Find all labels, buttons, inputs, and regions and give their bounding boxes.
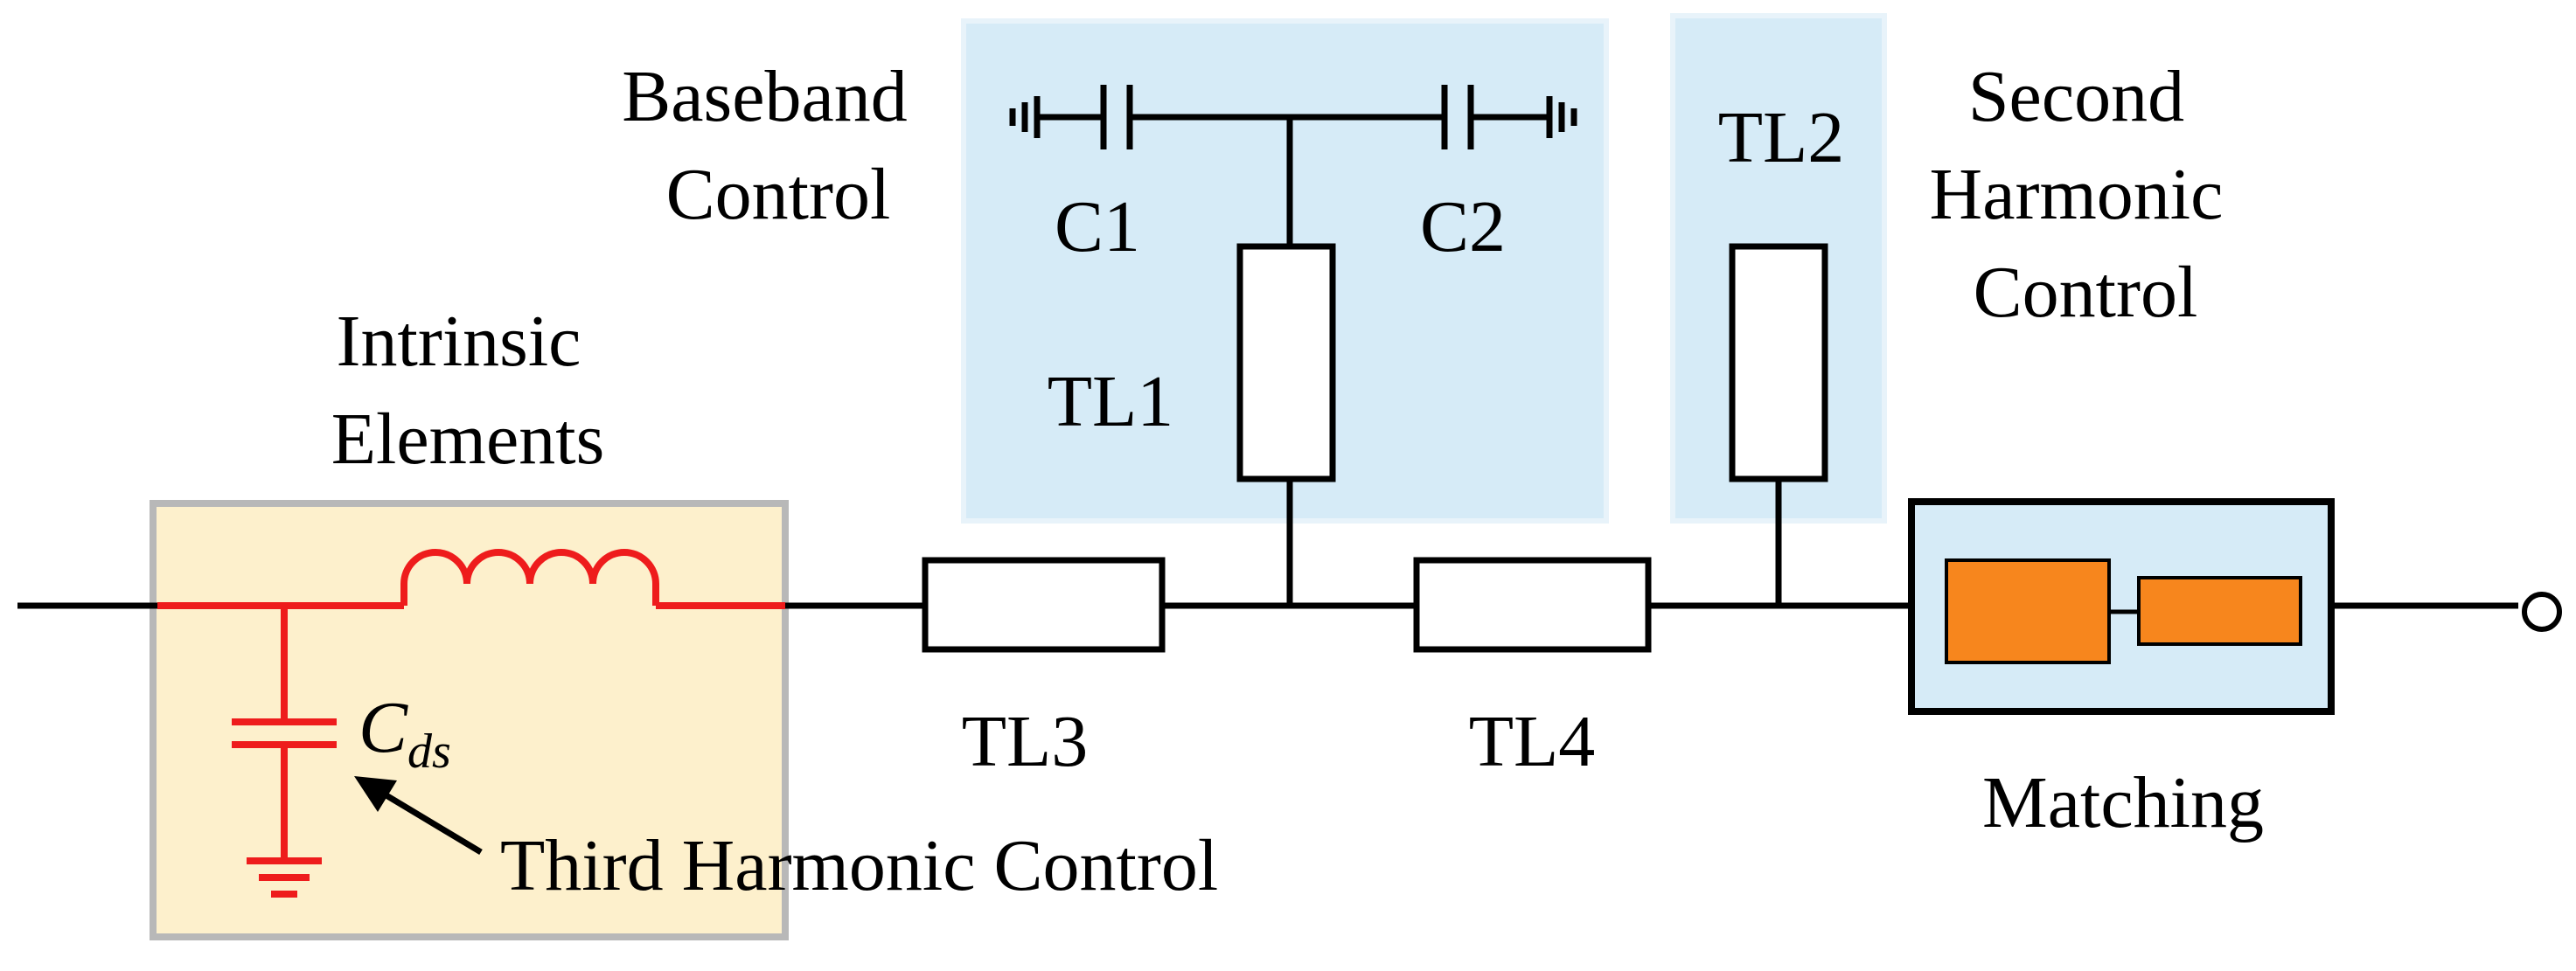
tl3-block [922,557,1166,653]
baseband-stub [1009,85,1577,606]
matching-label: Matching [1982,762,2264,843]
tl3-label: TL3 [962,701,1089,782]
matching-block-1 [1945,558,2111,664]
cds-label: Cds [359,687,451,779]
output-terminal [2522,592,2562,632]
second-harmonic-stub [1729,243,1828,606]
tl1-label: TL1 [1048,361,1174,442]
second-harmonic-control-label: Second Harmonic Control [1930,56,2242,333]
tl2-label: TL2 [1718,97,1845,178]
intrinsic-circuit [157,549,785,898]
tl4-block [1413,557,1652,653]
tl1-block [1236,243,1336,482]
baseband-control-label: Baseband Control [622,56,926,235]
inductor [400,549,659,606]
third-harmonic-arrow [354,776,483,856]
intrinsic-elements-label: Intrinsic Elements [331,301,605,480]
tl2-block [1729,243,1828,482]
c2-label: C2 [1420,186,1506,267]
c1-label: C1 [1055,186,1140,267]
matching-block-2 [2137,576,2302,646]
tl4-label: TL4 [1469,701,1596,782]
third-harmonic-control-label: Third Harmonic Control [500,825,1218,906]
